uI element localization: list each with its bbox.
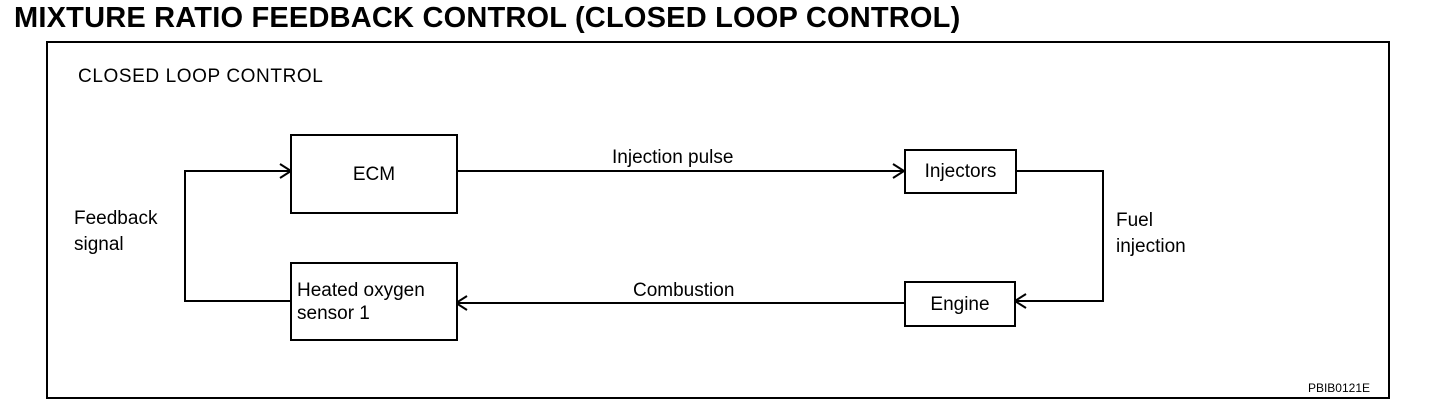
oxygen-sensor-block: Heated oxygen sensor 1 xyxy=(290,262,458,341)
feedback-signal-arrow xyxy=(184,170,291,302)
fuel-injection-arrow xyxy=(1016,170,1104,302)
fuel-injection-label: Fuel injection xyxy=(1116,208,1186,260)
diagram-heading: CLOSED LOOP CONTROL xyxy=(78,66,324,87)
injection-pulse-label: Injection pulse xyxy=(612,147,734,168)
oxygen-sensor-label-line2: sensor 1 xyxy=(297,302,370,324)
fuel-injection-label-line2: injection xyxy=(1116,236,1186,257)
figure-code: PBIB0121E xyxy=(1307,381,1370,395)
diagram-frame xyxy=(46,41,1390,399)
ecm-block: ECM xyxy=(290,134,458,214)
page-title: MIXTURE RATIO FEEDBACK CONTROL (CLOSED L… xyxy=(14,2,961,34)
oxygen-sensor-label-line1: Heated oxygen xyxy=(297,279,425,301)
injectors-label: Injectors xyxy=(924,161,997,182)
engine-block: Engine xyxy=(904,281,1016,327)
ecm-label: ECM xyxy=(352,163,396,185)
feedback-signal-label-line2: signal xyxy=(74,234,124,255)
feedback-signal-label: Feedback signal xyxy=(74,206,157,258)
combustion-label: Combustion xyxy=(633,280,735,301)
fuel-injection-label-line1: Fuel xyxy=(1116,210,1153,231)
engine-label: Engine xyxy=(930,293,990,315)
feedback-signal-label-line1: Feedback xyxy=(74,208,158,229)
injectors-block: Injectors xyxy=(904,149,1017,194)
